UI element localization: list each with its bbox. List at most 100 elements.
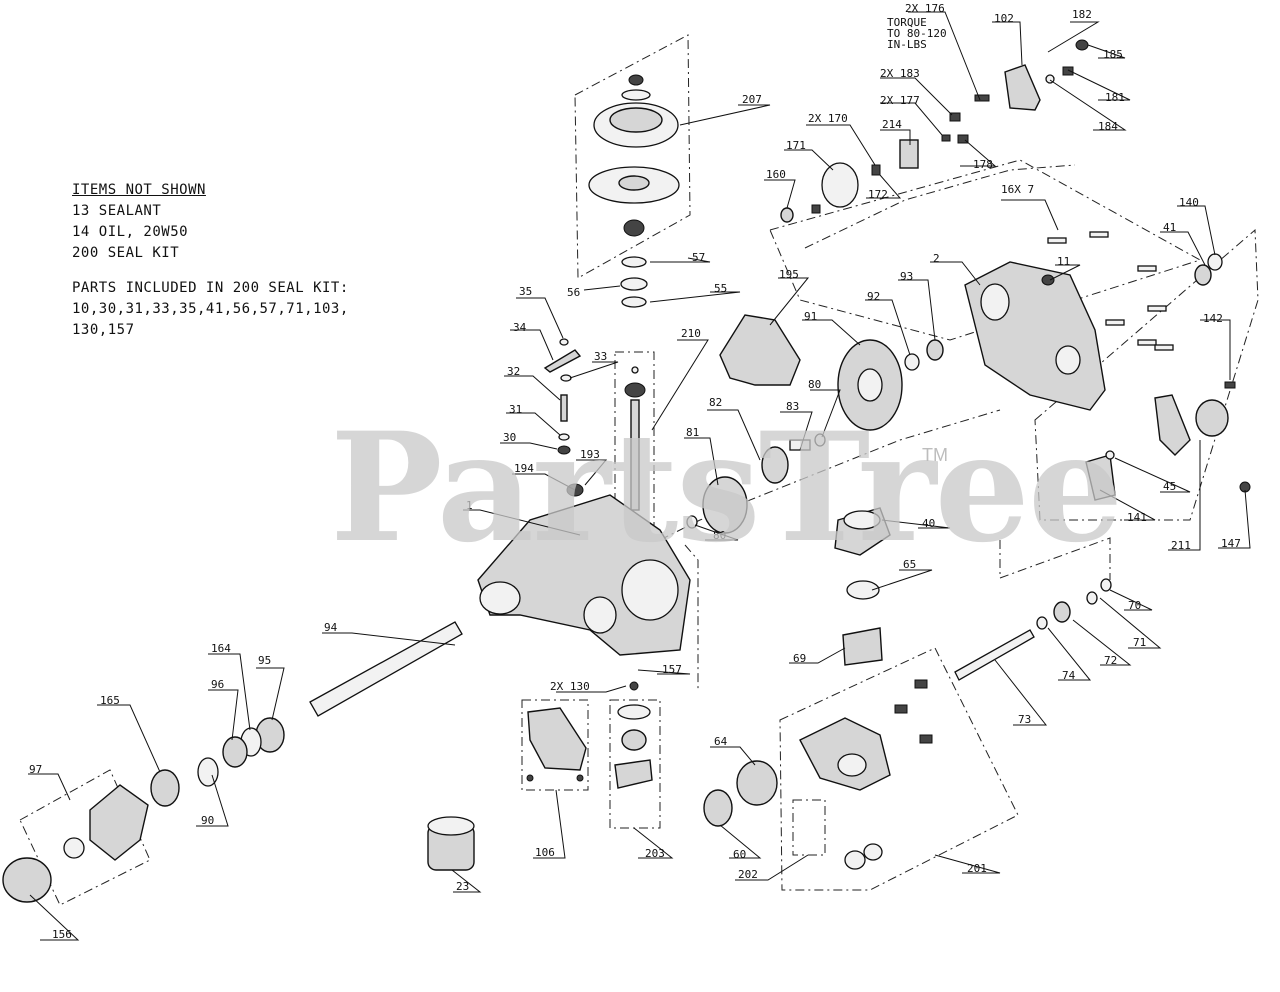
label-69: 69: [793, 652, 806, 665]
notes-header: ITEMS NOT SHOWN: [72, 182, 206, 198]
label-11: 11: [1057, 255, 1070, 268]
label-73: 73: [1018, 713, 1031, 726]
pump-shaft: [954, 578, 1112, 681]
label-194: 194: [514, 462, 534, 475]
label-1: 1: [466, 499, 473, 512]
label-71: 71: [1133, 636, 1146, 649]
center-section: [799, 679, 933, 870]
label-80b: 80: [713, 529, 726, 542]
seal-kit-header: PARTS INCLUDED IN 200 SEAL KIT:: [72, 280, 349, 296]
label-95: 95: [258, 654, 271, 667]
label-141: 141: [1127, 511, 1147, 524]
label-96: 96: [211, 678, 224, 691]
label-94: 94: [324, 621, 338, 634]
seal-kit-line-1: 10,30,31,33,35,41,56,57,71,103,: [72, 301, 349, 317]
charge-pump-assembly: [614, 681, 653, 789]
label-65: 65: [903, 558, 916, 571]
label-156: 156: [52, 928, 72, 941]
label-178: 178: [973, 158, 993, 171]
label-193: 193: [580, 448, 600, 461]
group-box-207: [574, 34, 691, 279]
items-not-shown-notes: ITEMS NOT SHOWN 13 SEALANT 14 OIL, 20W50…: [72, 180, 349, 341]
label-70: 70: [1128, 599, 1141, 612]
label-57: 57: [692, 251, 705, 264]
label-172: 172: [868, 188, 888, 201]
label-90: 90: [201, 814, 214, 827]
label-2x176: 2X 176: [905, 2, 945, 15]
label-106: 106: [535, 846, 555, 859]
group-line-mid: [659, 409, 1001, 541]
group-box-106: [521, 699, 589, 791]
label-2x177: 2X 177: [880, 94, 920, 107]
label-142: 142: [1203, 312, 1223, 325]
group-box-201: [779, 647, 1019, 891]
label-40: 40: [922, 517, 935, 530]
label-16x7: 16X 7: [1001, 183, 1034, 196]
label-30: 30: [503, 431, 516, 444]
label-210: 210: [681, 327, 701, 340]
bypass-bracket: [941, 39, 1089, 144]
brake-assembly: [1085, 253, 1251, 501]
label-147: 147: [1221, 537, 1241, 550]
reduction-gears: [686, 433, 826, 534]
torque-note: TORQUE TO 80-120 IN-LBS: [887, 17, 947, 50]
notes-line-3: 200 SEAL KIT: [72, 245, 180, 261]
label-184: 184: [1098, 120, 1118, 133]
input-shaft-assembly: [624, 366, 646, 511]
label-2x183: 2X 183: [880, 67, 920, 80]
label-93: 93: [900, 270, 913, 283]
label-2: 2: [933, 252, 940, 265]
label-31: 31: [509, 403, 522, 416]
label-23: 23: [456, 880, 469, 893]
label-185: 185: [1103, 48, 1123, 61]
label-160: 160: [766, 168, 786, 181]
label-74: 74: [1062, 669, 1076, 682]
group-box-203: [609, 699, 661, 829]
label-201: 201: [967, 862, 987, 875]
label-207: 207: [742, 93, 762, 106]
label-2x170: 2X 170: [808, 112, 848, 125]
label-202: 202: [738, 868, 758, 881]
cover-bolts: [1041, 231, 1174, 351]
label-81: 81: [686, 426, 699, 439]
torque-line-2: TO 80-120: [887, 27, 947, 40]
label-45: 45: [1163, 480, 1176, 493]
upper-small-parts: [780, 139, 919, 223]
label-97: 97: [29, 763, 42, 776]
label-32: 32: [507, 365, 520, 378]
label-60: 60: [733, 848, 746, 861]
label-34: 34: [513, 321, 527, 334]
label-182: 182: [1072, 8, 1092, 21]
guard-plate: [526, 707, 587, 782]
brake-lever-parts: [543, 338, 584, 497]
label-164: 164: [211, 642, 231, 655]
notes-line-2: 14 OIL, 20W50: [72, 224, 189, 240]
piston-block-and-washer: [703, 760, 778, 827]
axle-bearings: [197, 717, 285, 787]
torque-line-3: IN-LBS: [887, 38, 927, 51]
label-41: 41: [1163, 221, 1176, 234]
label-80a: 80: [808, 378, 821, 391]
piston-block-and-bearing: [842, 580, 883, 666]
main-housing: [477, 494, 691, 656]
oil-filter: [427, 816, 475, 871]
case-cover: [964, 261, 1106, 411]
axle-cap: [2, 857, 52, 903]
label-157: 157: [662, 663, 682, 676]
label-140: 140: [1179, 196, 1199, 209]
label-33: 33: [594, 350, 607, 363]
seal-kit-line-2: 130,157: [72, 322, 135, 338]
group-line-upper: [804, 164, 1076, 249]
leader-lines: [28, 11, 1251, 941]
label-171: 171: [786, 139, 806, 152]
label-82: 82: [709, 396, 722, 409]
label-64: 64: [714, 735, 728, 748]
torque-line-1: TORQUE: [887, 16, 927, 29]
label-203: 203: [645, 847, 665, 860]
label-55: 55: [714, 282, 727, 295]
label-92: 92: [867, 290, 880, 303]
label-165: 165: [100, 694, 120, 707]
label-181: 181: [1105, 91, 1125, 104]
gear-cover: [719, 314, 801, 386]
